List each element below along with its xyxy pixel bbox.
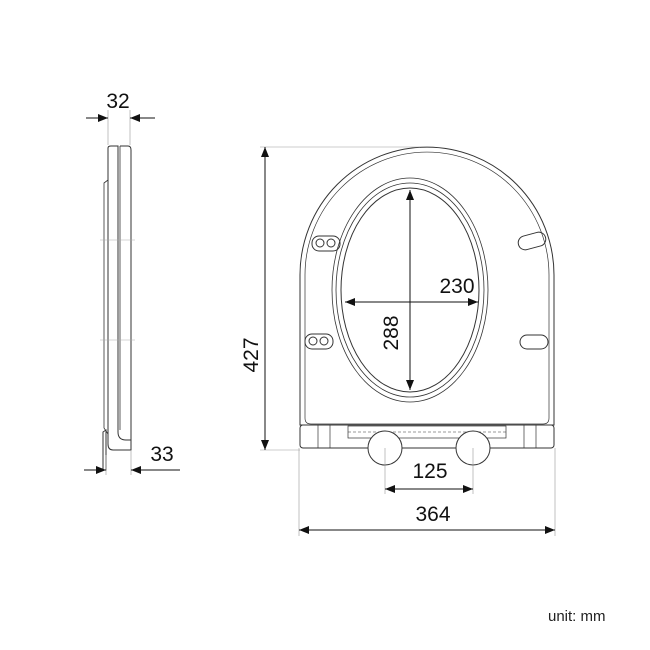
- dim-hinge-spacing: 125: [412, 460, 447, 483]
- dim-overall-length: 427: [240, 337, 263, 372]
- unit-label: unit: mm: [548, 608, 606, 625]
- front-view: [260, 146, 556, 536]
- dim-opening-length: 288: [380, 315, 403, 350]
- side-view: [84, 110, 180, 475]
- dim-top-thickness: 32: [106, 90, 129, 113]
- dim-opening-width: 230: [439, 275, 474, 298]
- dim-bottom-thickness: 33: [150, 443, 173, 466]
- dim-overall-width: 364: [415, 503, 450, 526]
